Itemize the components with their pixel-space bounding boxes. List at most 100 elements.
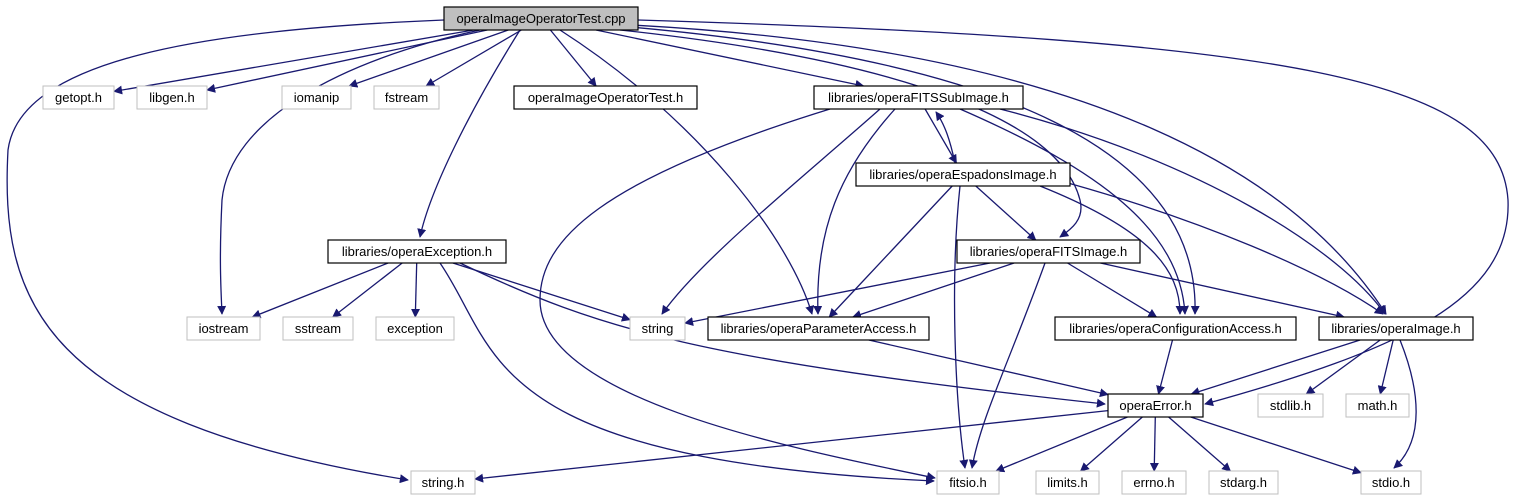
edge-root-to-stringh [6,19,445,484]
edge-root-to-exception_h [417,29,521,238]
edge-operaimage-to-operaerror [1190,339,1361,396]
edge-exception_h-to-string [452,262,631,322]
node-label: string [642,321,674,336]
edge-root-to-testh [549,29,597,87]
node-espadons[interactable]: libraries/operaEspadonsImage.h [855,162,1071,187]
node-box [327,239,507,264]
node-stdarg: stdarg.h [1208,470,1279,495]
edge-configaccess-to-operaerror [1156,339,1174,395]
node-label: stdarg.h [1220,475,1267,490]
edge-espadons-to-fitsimage [975,185,1037,241]
node-exception: exception [375,316,455,341]
edge-exception_h-to-iostream [251,262,389,319]
node-box [373,85,440,110]
node-box [375,316,455,341]
node-getopt: getopt.h [42,85,115,110]
edge-fitsimage-to-configaccess [1067,262,1158,318]
edge-espadons-to-subimg [935,111,956,164]
edge-operaerror-to-limits [1079,416,1143,472]
node-label: libraries/operaImage.h [1331,321,1460,336]
node-label: math.h [1358,398,1398,413]
node-box [813,85,1024,110]
node-label: string.h [422,475,465,490]
node-label: errno.h [1133,475,1174,490]
edge-operaerror-to-fitsio [995,416,1128,473]
node-configaccess[interactable]: libraries/operaConfigurationAccess.h [1054,316,1297,341]
node-box [410,470,476,495]
node-box [1360,470,1422,495]
node-sstream: sstream [282,316,354,341]
node-box [1035,470,1100,495]
edge-espadons-to-operaimage [1067,182,1384,315]
edge-exception_h-to-exception [411,262,421,318]
edge-fitsimage-to-string [684,262,991,326]
node-box [513,85,698,110]
edge-subimg-to-string [661,108,881,315]
node-errno: errno.h [1121,470,1187,495]
edge-root-to-operaimage [631,24,1387,315]
edge-operaimage-to-stdlib [1305,339,1381,395]
node-box [1208,470,1279,495]
node-stringh: string.h [410,470,476,495]
node-label: operaError.h [1119,398,1191,413]
node-label: exception [387,321,443,336]
edge-fitsimage-to-fitsio [968,262,1046,469]
edge-operaerror-to-stringh [474,409,1109,483]
node-box [282,316,354,341]
node-exception-h[interactable]: libraries/operaException.h [327,239,507,264]
node-subimg[interactable]: libraries/operaFITSSubImage.h [813,85,1024,110]
node-fstream: fstream [373,85,440,110]
node-paramaccess[interactable]: libraries/operaParameterAccess.h [707,316,930,341]
node-label: libgen.h [149,90,195,105]
edge-subimg-to-operaimage [999,108,1386,315]
edge-root-to-iostream [217,29,481,315]
node-box [1107,393,1204,418]
node-limits: limits.h [1035,470,1100,495]
edge-root-to-subimg [595,29,865,89]
node-box [1318,316,1474,341]
node-iomanip: iomanip [281,85,352,110]
edge-fitsimage-to-paramaccess [852,262,1015,319]
node-box [1054,316,1297,341]
node-box [1257,393,1324,418]
node-label: iomanip [294,90,340,105]
node-box [629,316,686,341]
edge-exception_h-to-operaerror [459,262,1106,408]
edge-exception_h-to-fitsio [439,262,935,486]
node-box [1121,470,1187,495]
edge-root-to-operaerror [637,19,1509,407]
edge-root-to-getopt [113,29,474,95]
node-iostream: iostream [186,316,261,341]
edge-root-to-fstream [425,29,522,87]
node-box [855,162,1071,187]
node-fitsimage[interactable]: libraries/operaFITSImage.h [956,239,1141,264]
node-box [42,85,115,110]
node-layer: operaImageOperatorTest.cpp getopt.h libgen… [42,6,1474,495]
node-operaimage[interactable]: libraries/operaImage.h [1318,316,1474,341]
node-root[interactable]: operaImageOperatorTest.cpp [443,6,639,31]
node-label: stdlib.h [1270,398,1311,413]
edge-operaerror-to-stdarg [1168,416,1232,472]
edge-exception_h-to-sstream [332,262,403,318]
edge-root-to-iomanip [348,29,509,88]
node-label: libraries/operaFITSSubImage.h [828,90,1009,105]
edge-espadons-to-configaccess [1039,185,1185,315]
node-fitsio: fitsio.h [936,470,1000,495]
node-math: math.h [1345,393,1410,418]
edge-operaimage-to-math [1377,339,1394,395]
node-box [1345,393,1410,418]
node-stdio: stdio.h [1360,470,1422,495]
node-label: sstream [295,321,341,336]
node-box [281,85,352,110]
edge-espadons-to-paramaccess [828,185,953,318]
node-operaerror[interactable]: operaError.h [1107,393,1204,418]
node-label: libraries/operaConfigurationAccess.h [1069,321,1281,336]
edge-operaerror-to-stdio [1190,416,1362,475]
edge-operaimage-to-stdio [1393,339,1417,469]
node-box [956,239,1141,264]
node-box [186,316,261,341]
node-label: libraries/operaParameterAccess.h [721,321,917,336]
node-testh[interactable]: operaImageOperatorTest.h [513,85,698,110]
node-libgen: libgen.h [136,85,208,110]
